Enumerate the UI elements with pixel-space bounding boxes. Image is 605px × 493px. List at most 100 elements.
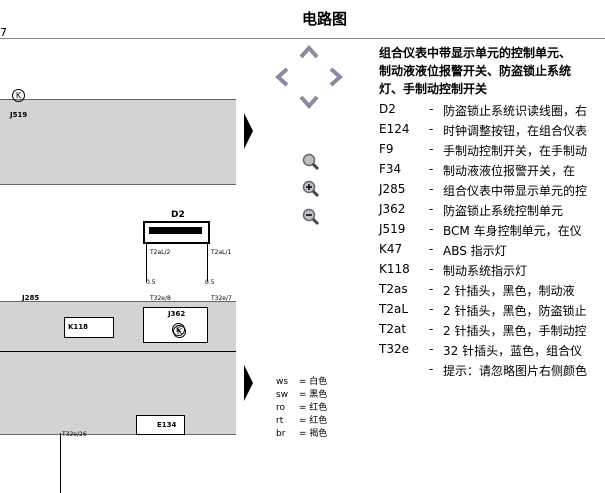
left-chevron-icon[interactable] [274,66,290,88]
color-code: sw [276,390,289,400]
t2al2-label: T2aL/2 [150,249,171,256]
component-title-line-3: 灯、手制动控制开关 [379,82,488,96]
continue-right-arrow-icon-2[interactable] [244,365,253,401]
ground-k-icon-3: K [173,325,186,338]
item-desc: 组合仪表中带显示单元的控 [443,184,588,198]
item-desc: 防盗锁止系统控制单元 [443,204,564,218]
k118-lamp: K118 [64,317,114,338]
item-dash: - [429,122,434,136]
ground-k-icon: K [12,89,25,102]
item-desc: 制动系统指示灯 [443,264,528,278]
e134-switch: E134 [136,415,185,435]
t32e7-label: T32e/7 [211,295,232,302]
color-legend-row: sw = 黑色 [276,390,328,400]
item-dash: - [429,102,434,116]
component-list: 组合仪表中带显示单元的控制单元、 制动液液位报警开关、防盗锁止系统 灯、手制动控… [379,44,605,380]
item-dash: - [429,362,434,376]
item-code: T32e [379,342,409,356]
list-item: J519 -BCM 车身控制单元，在仪 [379,220,605,240]
list-item: F9-手制动控制开关，在手制动 [379,140,605,160]
item-code: J362 [379,202,406,216]
item-desc: 手制动控制开关，在手制动 [443,144,588,158]
item-desc: 制动液液位报警开关，在 [443,164,576,178]
page-title: 电路图 [302,10,348,28]
item-code: K47 [379,242,403,256]
item-dash: - [429,282,434,296]
list-item: -提示：请忽略图片右侧颜色 [379,360,605,380]
circuit-diagram[interactable]: K J519 D2 T2aL/2 T2aL/1 0.5 0.5 T32e/8 T… [0,39,253,493]
page-number: 7 [0,26,7,39]
item-desc: 32 针插头，蓝色，组合仪 [443,344,583,358]
color-code: ro [276,403,286,413]
list-item: J362-防盗锁止系统控制单元 [379,200,605,220]
list-item: T32e -32 针插头，蓝色，组合仪 [379,340,605,360]
down-chevron-icon[interactable] [298,94,320,110]
t32e26-label: T32e/26 [62,431,87,438]
j519-label: J519 [10,111,28,119]
color-name: 黑色 [309,390,328,400]
j285-label: J285 [22,294,40,302]
list-item: D2-防盗锁止系统识读线圈，右 [379,100,605,120]
item-desc: 提示：请忽略图片右侧颜色 [443,364,588,378]
zoom-out-icon[interactable] [302,208,320,226]
zoom-in-icon[interactable] [302,180,320,198]
list-item: J285 -组合仪表中带显示单元的控 [379,180,605,200]
item-code: D2 [379,102,396,116]
magnifier-icon[interactable] [302,153,320,171]
item-desc: 2 针插头，黑色，制动液 [443,284,575,298]
wire-t2al2 [146,242,147,282]
list-item: K47 -ABS 指示灯 [379,240,605,260]
item-code: J519 [379,222,406,236]
color-legend-row: ro = 红色 [276,403,328,413]
item-dash: - [429,302,434,316]
item-code: K118 [379,262,410,276]
color-legend-row: ws = 白色 [276,377,328,387]
t2al1-label: T2aL/1 [211,249,232,256]
wire-size-05-a: 0.5 [146,279,156,286]
j519-rail [0,99,236,185]
d2-coil [143,221,210,244]
k-label-3: K [176,327,183,336]
d2-label: D2 [171,210,185,220]
color-code: rt [276,416,284,426]
list-item: T2as -2 针插头，黑色，制动液 [379,280,605,300]
t32e8-label: T32e/8 [150,295,171,302]
item-dash: - [429,262,434,276]
color-legend-row: br = 褐色 [276,429,328,439]
item-code: F9 [379,142,394,156]
color-legend-row: rt = 红色 [276,416,328,426]
item-desc: BCM 车身控制单元，在仪 [443,224,582,238]
up-chevron-icon[interactable] [298,44,320,60]
item-code: T2as [379,282,408,296]
wire-size-05-b: 0.5 [205,279,215,286]
item-dash: - [429,342,434,356]
continue-right-arrow-icon[interactable] [244,113,253,149]
list-item: T2aL -2 针插头，黑色，防盗锁止 [379,300,605,320]
item-desc: 2 针插头，黑色，防盗锁止 [443,304,587,318]
color-legend: ws = 白色 sw = 黑色 ro = 红色 rt = 红色 br = 褐色 [276,376,327,441]
item-code: J285 [379,182,406,196]
item-code: E124 [379,122,410,136]
component-title-line-2: 制动液液位报警开关、防盗锁止系统 [379,64,572,78]
divider-line [0,351,236,352]
e134-label: E134 [157,421,177,429]
color-name: 褐色 [309,429,328,439]
right-chevron-icon[interactable] [328,66,344,88]
item-dash: - [429,222,434,236]
item-dash: - [429,322,434,336]
color-code: br [276,429,286,439]
list-item: T2at-2 针插头，黑色，手制动控 [379,320,605,340]
item-dash: - [429,182,434,196]
item-code: T2aL [379,302,409,316]
item-desc: ABS 指示灯 [443,244,507,258]
wire-t32e26 [60,433,61,493]
pan-controls [272,44,352,114]
header-divider [0,38,605,39]
k-label: K [15,91,22,100]
color-name: 红色 [309,403,328,413]
wire-t2al1 [207,242,208,282]
color-name: 红色 [309,416,328,426]
item-dash: - [429,242,434,256]
item-code: F34 [379,162,402,176]
color-name: 白色 [309,377,328,387]
